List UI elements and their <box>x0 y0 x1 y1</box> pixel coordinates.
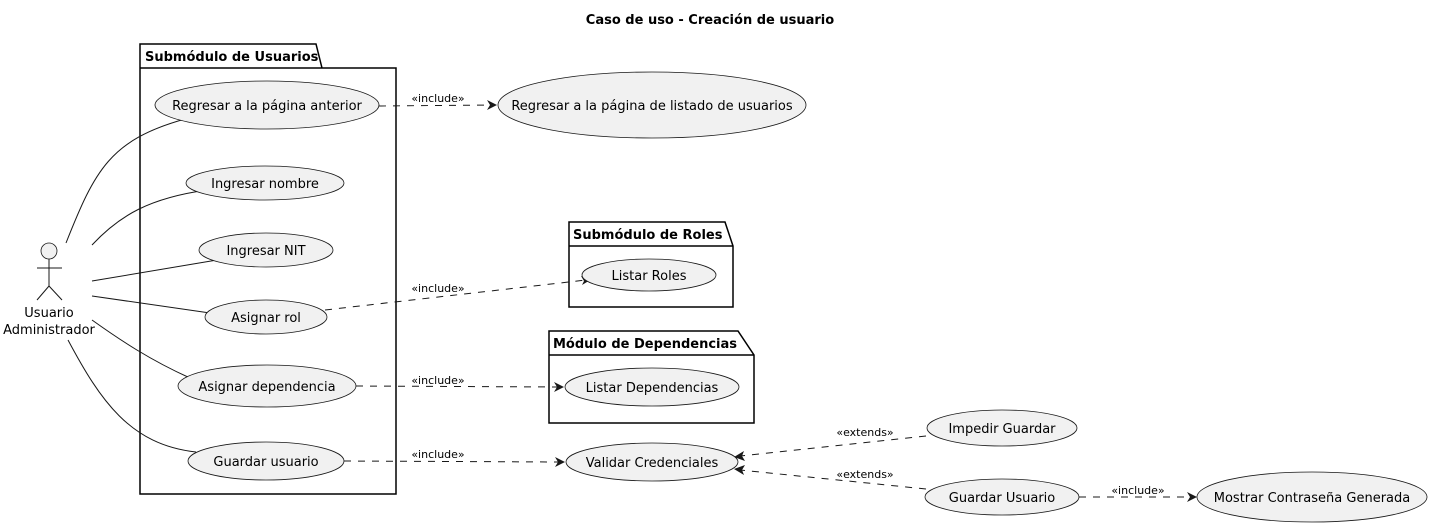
package-dependencias-label: Módulo de Dependencias <box>553 337 737 352</box>
dependency-lines <box>324 100 1197 502</box>
use-case-listar-dependencias: Listar Dependencias <box>564 367 740 407</box>
label-extends-guardar: «extends» <box>836 468 893 481</box>
actor-label-line1: Usuario <box>24 306 73 321</box>
use-case-ingresar-nit-label: Ingresar NIT <box>226 244 305 259</box>
use-case-ingresar-nombre: Ingresar nombre <box>185 165 345 201</box>
use-case-guardar-usuario: Guardar usuario <box>187 441 345 481</box>
use-case-listar-roles-label: Listar Roles <box>612 269 687 284</box>
use-case-impedir-guardar-label: Impedir Guardar <box>948 422 1056 437</box>
label-include-dependencia: «include» <box>411 374 464 387</box>
use-case-ingresar-nombre-label: Ingresar nombre <box>211 177 319 192</box>
use-case-guardar-usuario-label: Guardar usuario <box>213 455 318 470</box>
use-case-impedir-guardar: Impedir Guardar <box>926 409 1078 447</box>
actor-associations <box>65 118 218 453</box>
use-case-validar-credenciales: Validar Credenciales <box>565 442 739 482</box>
use-case-asignar-rol-label: Asignar rol <box>231 311 301 326</box>
use-case-ingresar-nit: Ingresar NIT <box>198 232 334 268</box>
use-case-regresar-listado-label: Regresar a la página de listado de usuar… <box>511 99 792 114</box>
use-case-mostrar-contrasena: Mostrar Contraseña Generada <box>1196 471 1428 523</box>
stereotype-labels: «include» «include» «include» «include» … <box>411 92 1164 497</box>
diagram-title: Caso de uso - Creación de usuario <box>586 13 834 28</box>
actor-usuario-administrador: Usuario Administrador <box>3 242 96 338</box>
label-include-mostrar: «include» <box>1111 484 1164 497</box>
label-include-guardar: «include» <box>411 448 464 461</box>
use-case-regresar: Regresar a la página anterior <box>154 80 380 130</box>
label-include-regresar: «include» <box>411 92 464 105</box>
use-case-validar-credenciales-label: Validar Credenciales <box>586 456 719 471</box>
use-case-regresar-listado: Regresar a la página de listado de usuar… <box>497 71 807 139</box>
use-case-asignar-dependencia-label: Asignar dependencia <box>198 380 335 395</box>
use-case-listar-dependencias-label: Listar Dependencias <box>586 381 719 396</box>
actor-head <box>40 242 58 260</box>
use-case-guardar-usuario-2-label: Guardar Usuario <box>949 491 1056 506</box>
use-case-regresar-label: Regresar a la página anterior <box>172 99 362 114</box>
package-roles-label: Submódulo de Roles <box>573 228 723 243</box>
use-case-listar-roles: Listar Roles <box>581 258 717 292</box>
package-usuarios-label: Submódulo de Usuarios <box>145 50 319 65</box>
use-case-asignar-dependencia: Asignar dependencia <box>177 364 357 408</box>
use-case-mostrar-contrasena-label: Mostrar Contraseña Generada <box>1214 491 1410 506</box>
label-extends-impedir: «extends» <box>836 426 893 439</box>
label-include-rol: «include» <box>411 282 464 295</box>
actor-label-line2: Administrador <box>3 323 95 338</box>
use-case-asignar-rol: Asignar rol <box>204 299 328 335</box>
use-case-guardar-usuario-2: Guardar Usuario <box>924 478 1080 516</box>
